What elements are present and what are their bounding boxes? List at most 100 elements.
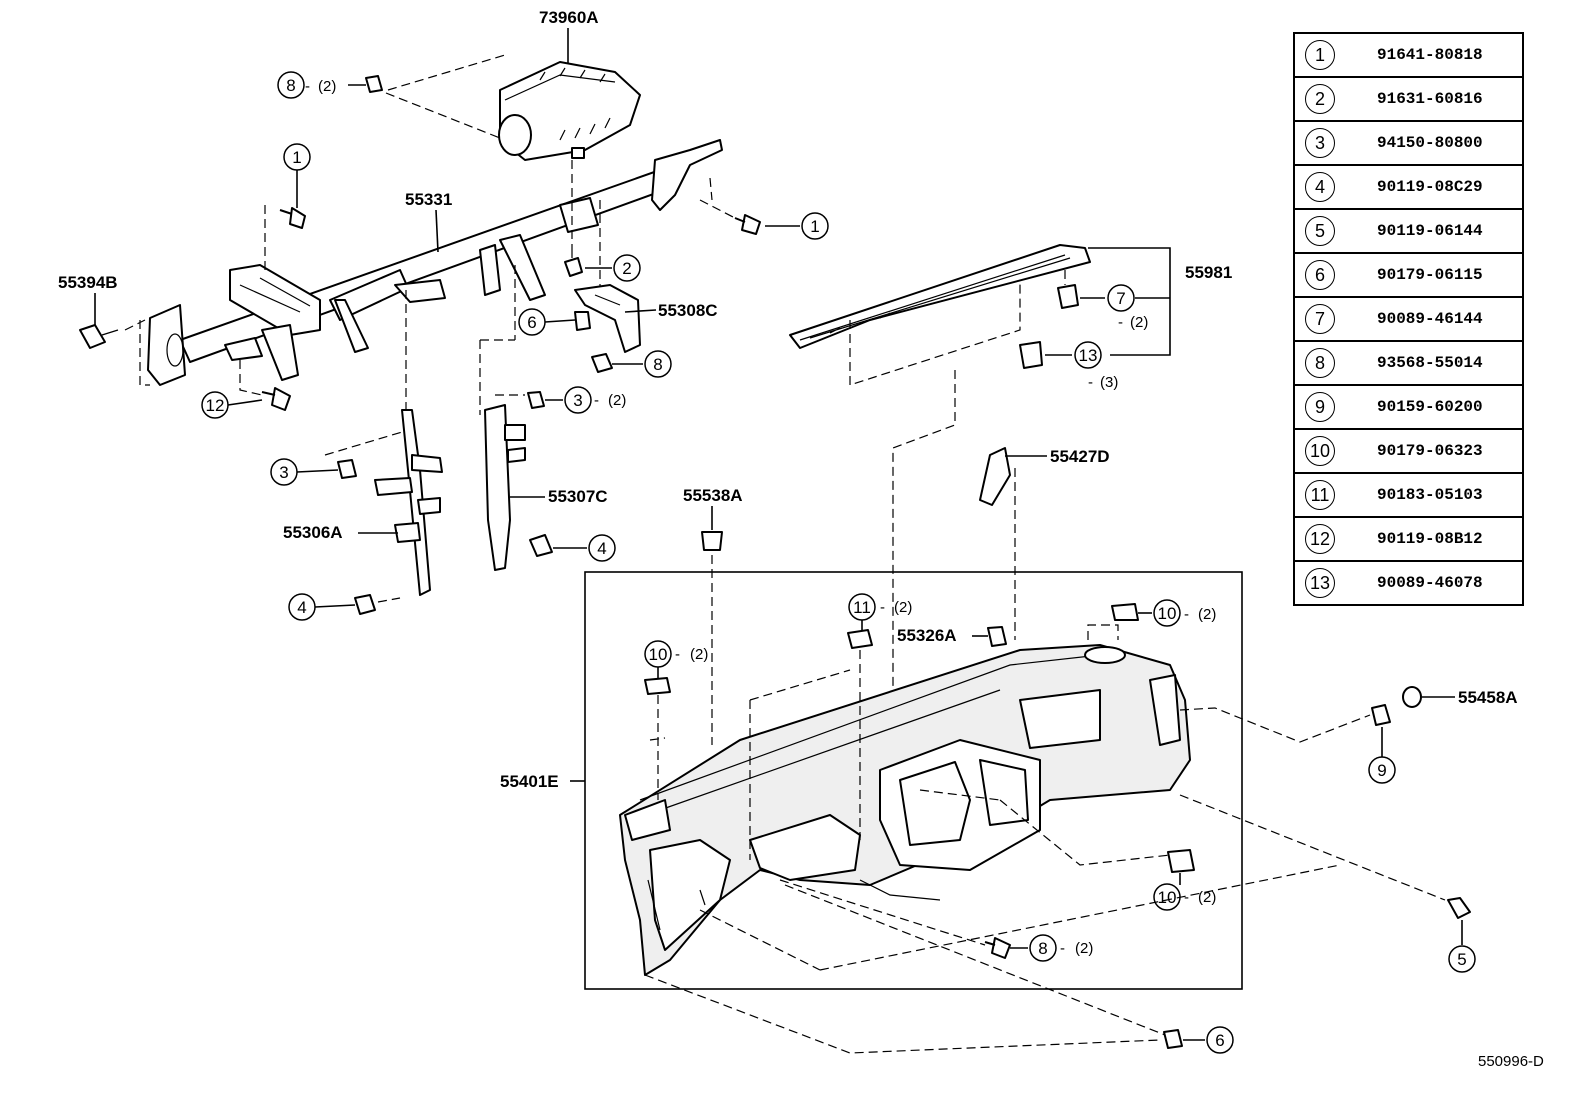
- legend-part-code: 94150-80800: [1377, 134, 1483, 152]
- legend-part-code: 90159-60200: [1377, 398, 1483, 416]
- ref-9: 9: [1377, 761, 1386, 780]
- ref-7: 7: [1116, 289, 1125, 308]
- legend-part-code: 90089-46078: [1377, 574, 1483, 592]
- ref-4-right: 4: [597, 539, 606, 558]
- legend-part-code: 90119-08C29: [1377, 178, 1483, 196]
- ref-10-top: 10: [1158, 604, 1177, 623]
- qty-11: (2): [894, 599, 912, 616]
- svg-text:-: -: [1060, 940, 1065, 957]
- airbag-assembly: [498, 61, 641, 161]
- bolt-12: [261, 387, 291, 411]
- legend-ref-number: 2: [1305, 84, 1335, 114]
- bolt-1-right: [734, 214, 761, 235]
- legend-part-code: 90179-06115: [1377, 266, 1483, 284]
- svg-text:-: -: [1184, 606, 1189, 623]
- legend-row: 6 90179-06115: [1295, 254, 1522, 298]
- ref-10-left: 10: [649, 645, 668, 664]
- ref-12: 12: [206, 396, 225, 415]
- legend-row: 2 91631-60816: [1295, 78, 1522, 122]
- svg-text:-: -: [880, 599, 885, 616]
- label-55326A: 55326A: [897, 626, 957, 645]
- clip-55326A: [987, 626, 1007, 647]
- qty-13: (3): [1100, 374, 1118, 391]
- legend-row: 3 94150-80800: [1295, 122, 1522, 166]
- nut-6-bottom: [1163, 1029, 1183, 1049]
- legend-part-code: 90089-46144: [1377, 310, 1483, 328]
- ref-13: 13: [1079, 346, 1098, 365]
- clip-10-left: [644, 677, 671, 695]
- bracket-55427D: [979, 447, 1011, 506]
- svg-text:-: -: [305, 78, 310, 95]
- ref-4-left: 4: [297, 598, 306, 617]
- legend-part-code: 91631-60816: [1377, 90, 1483, 108]
- qty-10-bottom: (2): [1198, 889, 1216, 906]
- nut-3-right: [527, 391, 545, 409]
- clip-11: [847, 629, 873, 649]
- ref-8-bracket: 8: [653, 355, 662, 374]
- legend-part-code: 91641-80818: [1377, 46, 1483, 64]
- label-55394B: 55394B: [58, 273, 118, 292]
- qty-8-airbag: (2): [318, 78, 336, 95]
- label-55981: 55981: [1185, 263, 1232, 282]
- bolt-5: [1447, 897, 1471, 919]
- qty-10-left: (2): [690, 646, 708, 663]
- nut-55458A: [1402, 686, 1422, 708]
- label-55308C: 55308C: [658, 301, 718, 320]
- ref-3-right: 3: [573, 391, 582, 410]
- label-55458A: 55458A: [1458, 688, 1518, 707]
- clip-13: [1019, 341, 1043, 369]
- clip-10-top: [1111, 603, 1139, 621]
- bolt-8-bottom: [984, 937, 1011, 959]
- qty-8-bottom: (2): [1075, 940, 1093, 957]
- ref-10-bottom: 10: [1158, 888, 1177, 907]
- clip-9: [1371, 704, 1391, 726]
- legend-part-code: 93568-55014: [1377, 354, 1483, 372]
- instrument-panel-55401E: [619, 644, 1191, 976]
- ref-1-right: 1: [810, 217, 819, 236]
- clip-10-bottom: [1167, 849, 1195, 873]
- brace-55306A: [374, 409, 443, 596]
- legend-part-code: 90183-05103: [1377, 486, 1483, 504]
- brace-55307C: [484, 404, 526, 571]
- label-55331: 55331: [405, 190, 452, 209]
- bolt-4-right: [529, 534, 553, 557]
- legend-ref-number: 7: [1305, 304, 1335, 334]
- label-55538A: 55538A: [683, 486, 743, 505]
- ref-3-left: 3: [279, 463, 288, 482]
- legend-part-code: 90179-06323: [1377, 442, 1483, 460]
- label-55401E: 55401E: [500, 772, 559, 791]
- label-73960A: 73960A: [539, 8, 599, 27]
- ref-6-bottom: 6: [1215, 1031, 1224, 1050]
- legend-row: 1 91641-80818: [1295, 34, 1522, 78]
- legend-ref-number: 12: [1305, 524, 1335, 554]
- bolt-4-left: [354, 594, 376, 615]
- label-55307C: 55307C: [548, 487, 608, 506]
- legend-row: 7 90089-46144: [1295, 298, 1522, 342]
- bolt-1-left: [279, 207, 306, 229]
- clip-8: [591, 353, 613, 373]
- legend-ref-number: 1: [1305, 40, 1335, 70]
- ref-11: 11: [853, 598, 871, 617]
- instrument-panel-reinforcement: [147, 139, 723, 386]
- legend-ref-number: 10: [1305, 436, 1335, 466]
- ref-5: 5: [1457, 950, 1466, 969]
- qty-10-top: (2): [1198, 606, 1216, 623]
- legend-row: 10 90179-06323: [1295, 430, 1522, 474]
- qty-7: (2): [1130, 314, 1148, 331]
- svg-text:-: -: [1118, 314, 1123, 331]
- legend-ref-number: 6: [1305, 260, 1335, 290]
- bolt-2: [564, 245, 583, 277]
- bolt-55394B: [79, 324, 119, 349]
- nut-3-left: [337, 459, 357, 479]
- parts-legend-table: 1 91641-80818 2 91631-60816 3 94150-80800 4…: [1293, 32, 1524, 606]
- legend-ref-number: 3: [1305, 128, 1335, 158]
- diagram-code: 550996-D: [1478, 1053, 1544, 1070]
- qty-3-right: (2): [608, 392, 626, 409]
